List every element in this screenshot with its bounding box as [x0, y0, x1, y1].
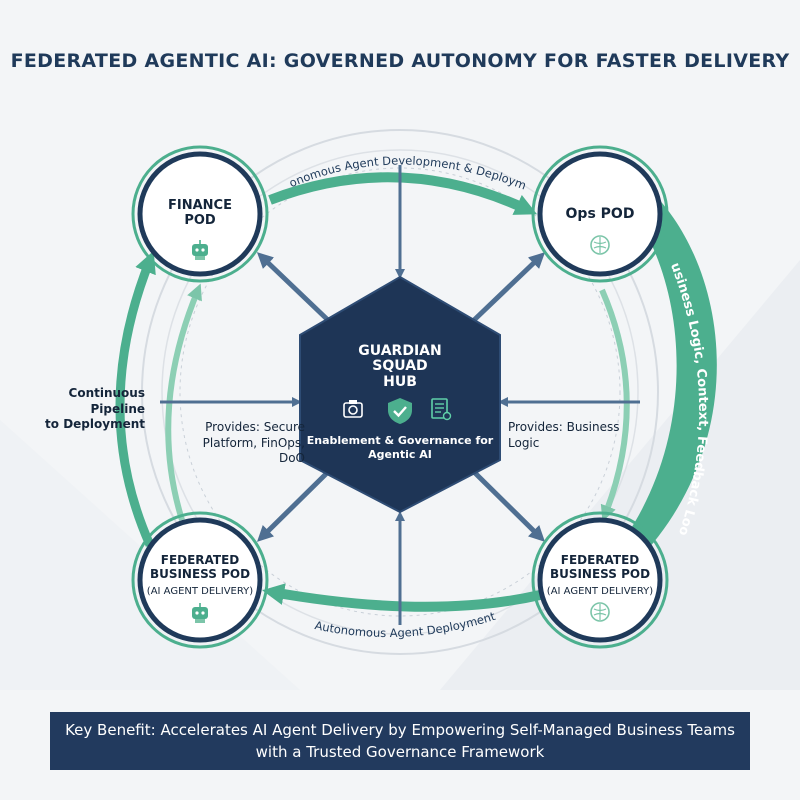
finance-pod-line-1: FINANCE — [168, 198, 232, 213]
banner-line-1: Key Benefit: Accelerates AI Agent Delive… — [65, 721, 735, 739]
left-inner-arrow — [165, 283, 202, 521]
camera-icon — [343, 400, 363, 418]
hub-title-line-2: SQUAD — [372, 358, 428, 375]
continuous-pipeline-line-1: Continuous Pipeline — [68, 386, 145, 416]
provides-left-line-2: Platform, FinOps, DoO — [202, 435, 305, 466]
robot-icon — [192, 240, 208, 260]
guardian-hub-hexagon — [299, 275, 501, 514]
business-pod-right-line-1: FEDERATED — [560, 553, 640, 567]
finance-pod-line-2: POD — [184, 212, 216, 228]
business-pod-right-sub: (AI AGENT DELIVERY) — [546, 586, 654, 597]
brain-icon — [590, 235, 610, 255]
hub-title: GUARDIAN SQUAD HUB — [300, 343, 500, 390]
business-pod-left-circle — [137, 517, 263, 643]
hub-title-line-1: GUARDIAN — [358, 343, 442, 359]
bottom-arc-label: Autonomous Agent Deployment — [313, 609, 497, 640]
arrow-hub-ops — [459, 252, 546, 335]
arrow-hub-business-right — [459, 457, 545, 542]
hub-subtitle: Enablement & Governance for Agentic AI — [305, 434, 495, 462]
document-icon — [431, 398, 452, 421]
brain-icon — [590, 602, 610, 622]
provides-right-line-2: Logic — [508, 435, 540, 450]
page-title: FEDERATED AGENTIC AI: GOVERNED AUTONOMY … — [10, 50, 790, 72]
ops-pod-line-1: Ops POD — [565, 206, 635, 222]
hub-subtitle-line-2: Agentic AI — [368, 447, 432, 461]
business-pod-left-line-2: BUSINESS POD — [149, 566, 251, 581]
key-benefit-banner: Key Benefit: Accelerates AI Agent Delive… — [50, 712, 750, 770]
continuous-pipeline-label: Continuous Pipeline to Deployment — [30, 386, 145, 433]
outer-ring — [141, 129, 659, 655]
right-feedback-band — [590, 188, 717, 595]
bottom-arc-arrow — [262, 583, 542, 612]
banner-line-2: with a Trusted Governance Framework — [255, 743, 545, 761]
shield-check-icon — [388, 398, 412, 424]
provides-right-label: Provides: Business Logic — [508, 420, 638, 451]
hub-title-line-3: HUB — [383, 373, 417, 390]
hub-subtitle-line-1: Enablement & Governance for — [306, 434, 494, 447]
inner-ring — [161, 149, 639, 635]
provides-left-label: Provides: Secure Platform, FinOps, DoO — [175, 420, 305, 467]
ops-pod-circle — [537, 151, 663, 277]
provides-right-line-1: Provides: Business — [508, 420, 620, 434]
robot-icon — [192, 603, 208, 623]
finance-pod-circle — [137, 151, 263, 277]
business-pod-left-line-1: FEDERATED — [160, 553, 240, 567]
finance-pod-ring — [131, 145, 269, 283]
business-pod-right-ring — [531, 511, 669, 649]
continuous-pipeline-line-2: to Deployment — [45, 417, 145, 432]
arrow-hub-finance — [256, 252, 343, 335]
business-pod-right-line-2: BUSINESS POD — [549, 566, 651, 581]
top-arc-label: Autonomous Agent Development & Deploymen… — [0, 0, 528, 193]
finance-pod-label: FINANCE POD — [140, 198, 260, 229]
business-pod-left-label: FEDERATED BUSINESS POD — [140, 553, 260, 582]
business-pod-right-circle — [537, 517, 663, 643]
business-pod-left-ring — [131, 511, 269, 649]
business-pod-left-sub: (AI AGENT DELIVERY) — [146, 586, 254, 597]
provides-left-line-1: Provides: Secure — [205, 420, 305, 434]
left-outer-arrow — [115, 250, 156, 547]
business-pod-right-label: FEDERATED BUSINESS POD — [540, 553, 660, 582]
arrow-hub-business-left — [257, 457, 343, 542]
ops-pod-label: Ops POD — [540, 206, 660, 222]
ops-pod-ring — [531, 145, 669, 283]
